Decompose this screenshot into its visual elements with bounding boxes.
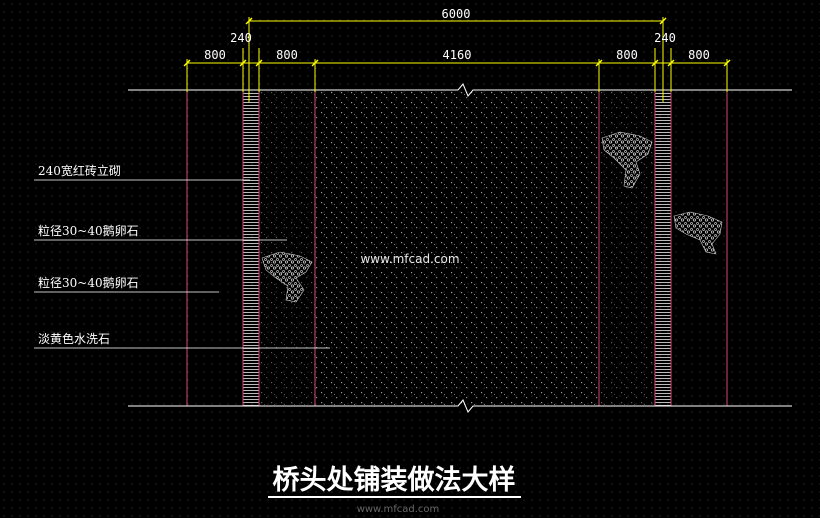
dim-right-brick: 240 [654, 31, 676, 45]
leader-lines [34, 179, 330, 349]
dim-right-gap: 800 [688, 48, 710, 62]
dim-left-gap: 800 [204, 48, 226, 62]
dim-left-brick: 240 [230, 31, 252, 45]
section-lines [186, 92, 728, 406]
bottom-break-line [128, 399, 792, 413]
dim-right-inner: 800 [616, 48, 638, 62]
brick-strip-left [243, 92, 259, 406]
dim-overall: 6000 [442, 7, 471, 21]
label-brick: 240宽红砖立砌 [38, 163, 121, 178]
top-break-line [128, 83, 792, 97]
dim-center: 4160 [443, 48, 472, 62]
dim-left-inner: 800 [276, 48, 298, 62]
label-washed-stone: 淡黄色水洗石 [38, 332, 110, 346]
pebble-cluster-left [261, 251, 313, 303]
pebble-cluster-right-outer [673, 211, 723, 255]
pebble-cluster-right-top [601, 131, 653, 189]
pebble-fill-left [259, 92, 315, 406]
label-pebble-lower: 粒径30~40鹅卵石 [38, 275, 139, 290]
watermark-footer: www.mfcad.com [357, 504, 440, 515]
watermark-center: www.mfcad.com [360, 252, 459, 266]
drawing-title: 桥头处铺装做法大样 [273, 464, 516, 496]
washed-stone-fill [315, 92, 599, 406]
dimension-lines [186, 17, 728, 102]
label-pebble-upper: 粒径30~40鹅卵石 [38, 223, 139, 238]
dimension-ticks [183, 17, 731, 67]
brick-strip-right [655, 92, 671, 406]
